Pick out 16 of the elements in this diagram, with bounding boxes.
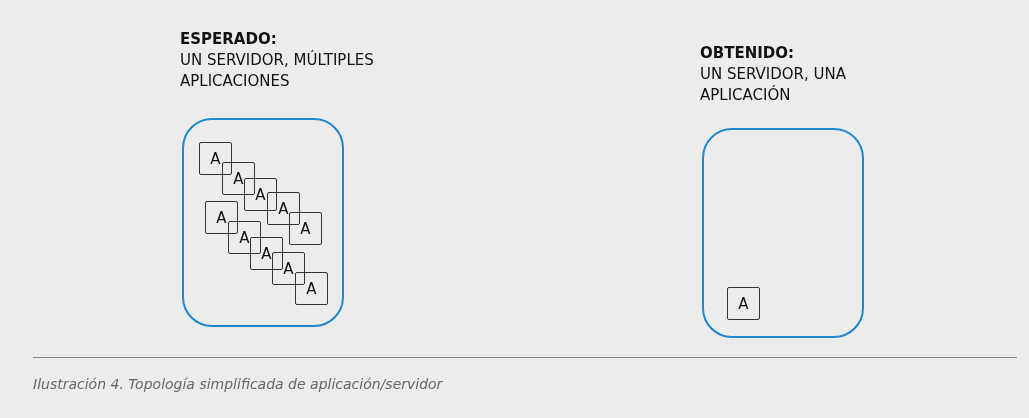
caption: Ilustración 4. Topología simplificada de aplicación/servidor (33, 376, 443, 392)
app-box: A (244, 178, 277, 211)
app-box: A (250, 237, 283, 270)
app-box: A (228, 221, 261, 254)
app-box: A (267, 192, 300, 225)
app-box: A (222, 162, 255, 195)
subheading: UN SERVIDOR, MÚLTIPLES APLICACIONES (180, 50, 375, 92)
heading: ESPERADO: (180, 30, 277, 48)
subheading: UN SERVIDOR, UNA APLICACIÓN (700, 64, 848, 106)
app-box: A (289, 212, 322, 245)
app-box: A (727, 287, 760, 320)
app-box: A (205, 201, 238, 234)
app-box: A (199, 142, 232, 175)
app-box: A (272, 252, 305, 285)
app-box: A (295, 272, 328, 305)
heading: OBTENIDO: (700, 44, 794, 62)
